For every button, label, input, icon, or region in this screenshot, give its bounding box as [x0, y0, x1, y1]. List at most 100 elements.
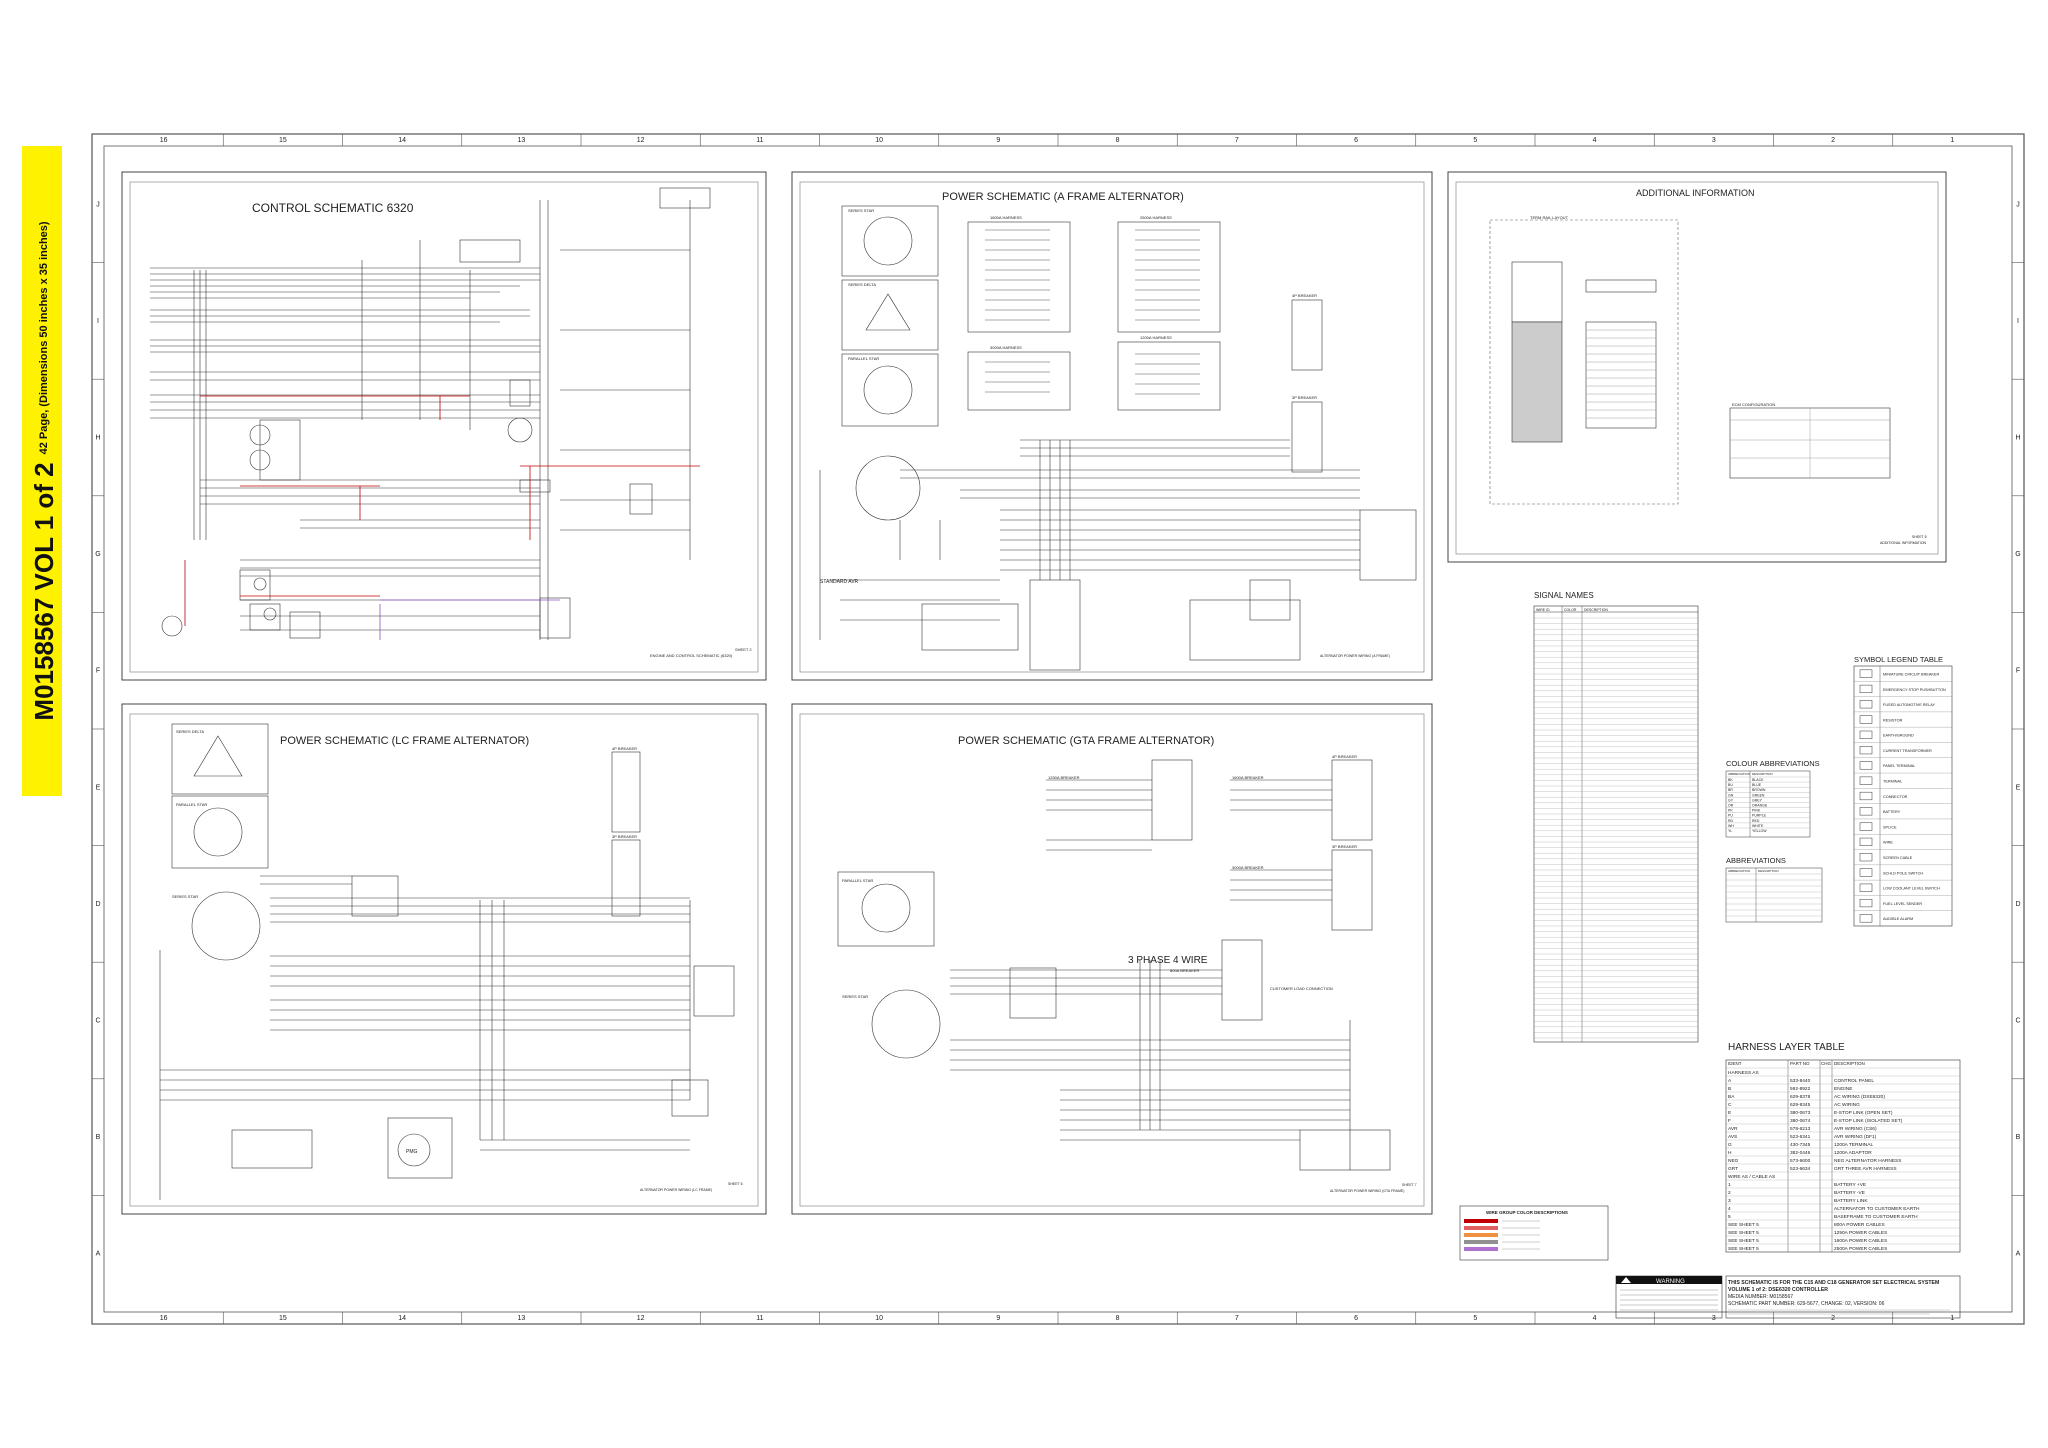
power-lc-caption: ALTERNATOR POWER WIRING (LC FRAME)	[640, 1188, 712, 1192]
colour-abbr-desc: PURPLE	[1752, 814, 1767, 818]
row-label: J	[96, 201, 100, 208]
signal-names-title: SIGNAL NAMES	[1534, 591, 1594, 600]
column-label: 8	[1116, 1315, 1120, 1322]
harness-cell: 592-8922	[1790, 1086, 1811, 1092]
ecm-config-label: ECM CONFIGURATION	[1732, 402, 1775, 407]
power-lc-label-3: 4P BREAKER	[612, 746, 637, 751]
terminal-layout-label: TERM RAIL LAYOUT	[1530, 215, 1569, 220]
colour-abbr-desc: GREY	[1752, 798, 1763, 802]
legend-item-label: FUEL LEVEL SENDER	[1883, 902, 1922, 906]
legend-item-label: CURRENT TRANSFORMER	[1883, 749, 1932, 753]
column-label: 6	[1354, 1315, 1358, 1322]
row-label: F	[2016, 668, 2020, 675]
harness-cell: E-STOP LINK (OPEN SET)	[1834, 1110, 1893, 1116]
harness-cell: B	[1728, 1086, 1731, 1092]
column-label: 3	[1712, 137, 1716, 144]
colour-abbr-title: COLOUR ABBREVIATIONS	[1726, 759, 1820, 768]
column-label: 11	[756, 137, 763, 144]
power-a-caption: ALTERNATOR POWER WIRING (A FRAME)	[1320, 654, 1390, 658]
colour-abbr-code: WH	[1728, 824, 1734, 828]
title-line-2: MEDIA NUMBER: M0158567	[1728, 1294, 1793, 1300]
harness-cell: E-STOP LINK (ISOLATED SET)	[1834, 1118, 1903, 1124]
harness-layer-table: HARNESS LAYER TABLE IDENT PART NO CHG DE…	[1725, 1042, 1961, 1253]
harness-cell: 2500A POWER CABLES	[1834, 1246, 1887, 1252]
harness-cell: AC WIRING	[1834, 1102, 1860, 1108]
abbreviations-title: ABBREVIATIONS	[1726, 856, 1786, 865]
legend-symbol-icon	[1859, 669, 1873, 678]
legend-symbol-icon	[1859, 914, 1873, 923]
colour-abbr-desc: BLUE	[1752, 783, 1762, 787]
abbreviations-table: ABBREVIATIONS ABBREVIATION DESCRIPTION	[1725, 856, 1823, 923]
column-label: 5	[1473, 137, 1477, 144]
harness-cell: GRT	[1728, 1166, 1738, 1172]
power-a-label-3: STANDARD AVR	[820, 579, 859, 585]
column-label: 12	[637, 137, 645, 144]
legend-item-label: RESISTOR	[1883, 718, 1903, 722]
wire-color-swatch	[1464, 1247, 1498, 1251]
column-label: 1	[1950, 137, 1954, 144]
colour-abbr-desc: PINK	[1752, 809, 1761, 813]
column-label: 15	[279, 1315, 287, 1322]
power-gta-label-7: CUSTOMER LOAD CONNECTION	[1270, 986, 1333, 991]
harness-cell: AVR	[1728, 1126, 1738, 1132]
row-label: E	[2016, 784, 2021, 791]
abbreviations-header-0: ABBREVIATION	[1728, 869, 1750, 873]
control-title: CONTROL SCHEMATIC 6320	[252, 201, 414, 215]
harness-cell: SEE SHEET 5	[1728, 1222, 1759, 1228]
power-gta-label-6: 3P BREAKER	[1332, 844, 1357, 849]
warning-icon	[1621, 1277, 1631, 1283]
column-label: 1	[1950, 1315, 1954, 1322]
colour-abbr-desc: GREEN	[1752, 793, 1765, 797]
legend-item-label: FUSED AUTOMOTIVE RELAY	[1883, 703, 1935, 707]
harness-cell: 533-8440	[1790, 1078, 1811, 1084]
colour-abbr-code: OR	[1728, 804, 1734, 808]
column-label: 13	[517, 1315, 525, 1322]
signal-header-1: COLOR	[1564, 608, 1577, 612]
legend-symbol-icon	[1859, 730, 1873, 739]
row-label: I	[2017, 318, 2019, 325]
column-label: 3	[1712, 1315, 1716, 1322]
colour-abbr-desc: BROWN	[1752, 788, 1766, 792]
outer-border	[91, 133, 2025, 1325]
column-label: 7	[1235, 137, 1239, 144]
control-caption: ENGINE AND CONTROL SCHEMATIC (6320)	[650, 653, 733, 658]
legend-symbol-icon	[1859, 715, 1873, 724]
legend-symbol-icon	[1859, 853, 1873, 862]
signal-names-table: SIGNAL NAMES WIRE ID COLOR DESCRIPTION	[1533, 591, 1699, 1043]
colour-abbr-code: BK	[1728, 778, 1733, 782]
legend-symbol-icon	[1859, 868, 1873, 877]
legend-symbol-icon	[1859, 791, 1873, 801]
legend-symbol-icon	[1859, 883, 1873, 892]
signal-header-0: WIRE ID	[1536, 608, 1550, 612]
warning-title: WARNING	[1656, 1279, 1685, 1285]
harness-cell: 573-6600	[1790, 1158, 1811, 1164]
title-line-3: SCHEMATIC PART NUMBER: 629-5677, CHANGE:…	[1728, 1301, 1885, 1307]
column-label: 9	[996, 137, 1000, 144]
colour-abbr-header-1: DESCRIPTION	[1752, 772, 1773, 776]
additional-info-panel: ADDITIONAL INFORMATION TERM RAIL LAYOUT …	[1447, 171, 1947, 563]
power-a-label-9: 3P BREAKER	[1292, 395, 1317, 400]
colour-abbr-desc: ORANGE	[1752, 804, 1768, 808]
column-label: 14	[398, 137, 406, 144]
legend-item-label: BATTERY	[1883, 810, 1901, 814]
symbol-legend-title: SYMBOL LEGEND TABLE	[1854, 655, 1943, 664]
colour-abbr-desc: BLACK	[1752, 778, 1764, 782]
colour-abbreviations-table: COLOUR ABBREVIATIONS ABBREVIATION DESCRI…	[1725, 759, 1820, 838]
harness-cell: AVR WIRING (DF1)	[1834, 1134, 1877, 1140]
harness-cell: GRT THREE AVR HARNESS	[1834, 1166, 1897, 1172]
legend-item-label: CONNECTOR	[1883, 795, 1908, 799]
row-label: G	[95, 551, 100, 558]
colour-abbr-code: PK	[1728, 809, 1733, 813]
power-gta-title: POWER SCHEMATIC (GTA FRAME ALTERNATOR)	[958, 735, 1214, 747]
harness-header-3: DESCRIPTION	[1834, 1061, 1865, 1066]
legend-symbol-icon	[1859, 700, 1873, 709]
colour-abbr-desc: RED	[1752, 819, 1760, 823]
power-gta-sheet: SHEET 7	[1402, 1183, 1417, 1187]
harness-cell: 1200A ADAPTOR	[1834, 1150, 1872, 1156]
harness-cell: 629-8378	[1790, 1094, 1811, 1100]
power-a-label-0: SERIES STAR	[848, 208, 874, 213]
harness-cell: 1600A POWER CABLES	[1834, 1238, 1887, 1244]
legend-item-label: TERMINAL	[1883, 780, 1902, 784]
row-label: C	[2015, 1018, 2020, 1025]
power-a-label-1: SERIES DELTA	[848, 282, 876, 287]
